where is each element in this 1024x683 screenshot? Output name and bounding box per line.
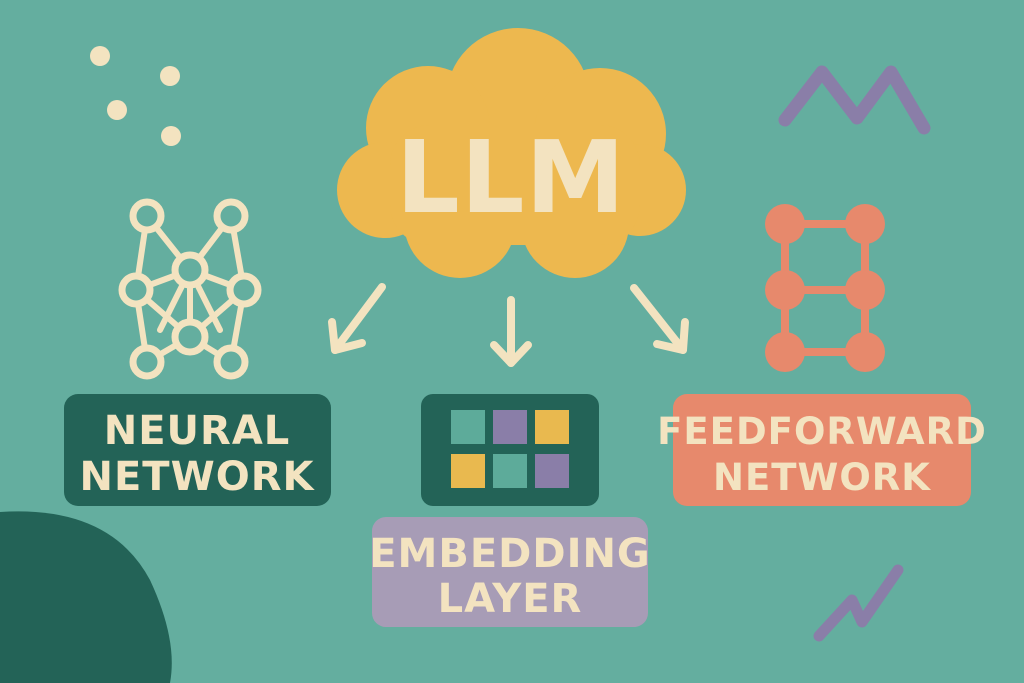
neural-network-label-line2: NETWORK	[79, 454, 315, 500]
feedforward-network-icon	[765, 204, 885, 372]
feedforward-network-box: FEEDFORWARD NETWORK	[657, 394, 987, 506]
cloud-label: LLM	[396, 119, 626, 236]
decorative-dots	[90, 46, 181, 146]
embedding-layer-box: EMBEDDING LAYER	[369, 517, 651, 627]
neural-network-label-line1: NEURAL	[104, 408, 291, 454]
arrow-left	[328, 283, 386, 354]
cloud-core	[390, 125, 640, 245]
neural-network-box: NEURAL NETWORK	[64, 394, 331, 506]
arrows	[328, 283, 689, 367]
neural-network-icon	[118, 198, 262, 380]
dot	[90, 46, 110, 66]
dot	[107, 100, 127, 120]
arrow-center	[490, 296, 532, 367]
dot	[161, 126, 181, 146]
arrow-right	[630, 284, 689, 354]
embedding-grid-icon	[421, 394, 599, 506]
decorative-zigzag-top	[778, 65, 931, 135]
feedforward-network-label-line1: FEEDFORWARD	[657, 410, 987, 453]
feedforward-network-label-line2: NETWORK	[713, 456, 931, 499]
llm-cloud	[337, 28, 686, 278]
decorative-blob	[0, 511, 172, 683]
embedding-layer-label-line1: EMBEDDING	[369, 531, 651, 577]
decorative-zigzag-bottom	[813, 564, 904, 642]
embedding-layer-label-line2: LAYER	[438, 576, 583, 622]
dot	[160, 66, 180, 86]
